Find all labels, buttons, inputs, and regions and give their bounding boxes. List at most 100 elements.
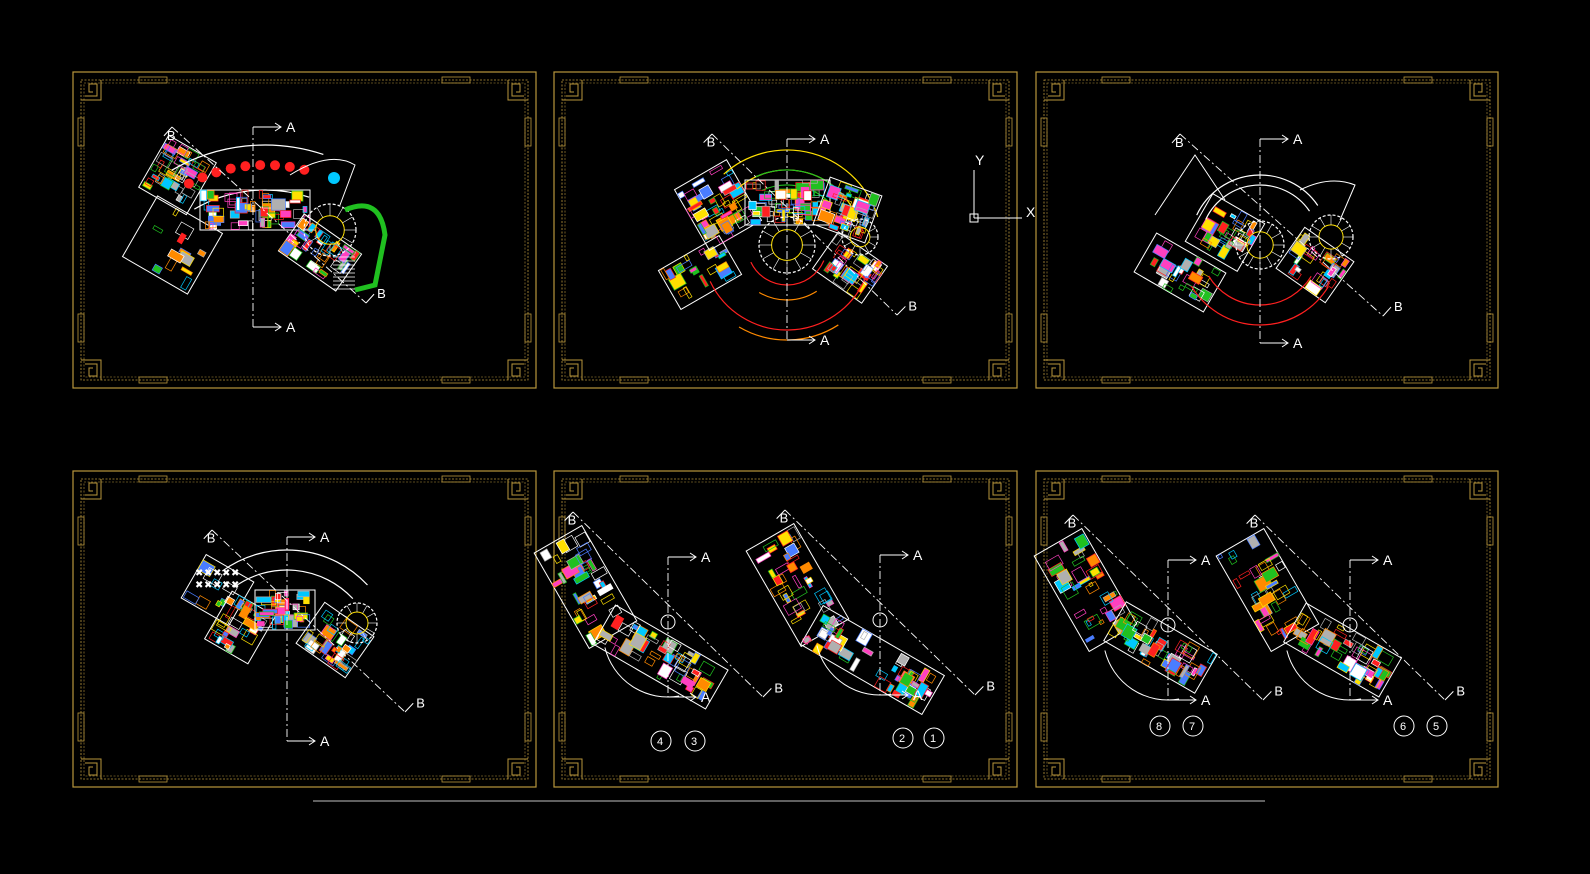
room-element	[239, 627, 250, 638]
frame-ornament	[1005, 117, 1013, 147]
room-element	[288, 246, 303, 262]
room-element	[674, 652, 686, 663]
room-element	[320, 240, 335, 256]
room-element	[1257, 591, 1276, 608]
frame-ornament	[558, 712, 566, 742]
room-element	[1084, 634, 1095, 643]
section-arrow-icon	[776, 509, 786, 519]
room-element	[840, 248, 854, 261]
frame-inner-border	[564, 82, 1007, 378]
section-label-b: B	[986, 678, 995, 693]
curved-wall	[709, 277, 866, 331]
table-seat	[197, 172, 208, 183]
section-arrow-icon	[1168, 695, 1197, 705]
room-element	[1304, 279, 1323, 297]
room-element	[230, 222, 240, 230]
rotunda-rib	[339, 612, 348, 618]
room-element	[1228, 236, 1246, 252]
room-element	[271, 198, 286, 211]
room-element	[1336, 624, 1346, 632]
rotunda-core	[345, 611, 369, 635]
plan-wing	[657, 234, 743, 311]
room-element	[1315, 636, 1334, 655]
frame-ornament	[441, 76, 471, 84]
room-element	[577, 590, 594, 605]
rotunda-rib	[772, 220, 780, 232]
sheet-number: 3	[691, 736, 697, 748]
room-element	[832, 193, 848, 202]
frame-ornament	[1005, 516, 1013, 546]
plan-wing	[1133, 232, 1227, 313]
rotunda-rib	[346, 605, 352, 614]
curved-wall	[1196, 174, 1319, 216]
section-label-b: B	[1175, 135, 1184, 150]
room-element	[678, 651, 695, 669]
room-element	[1123, 635, 1140, 651]
section-label-a: A	[1201, 552, 1211, 568]
room-element	[1351, 641, 1364, 655]
room-element	[725, 169, 734, 177]
rotunda-rib	[366, 628, 375, 634]
frame-outer-border	[72, 470, 537, 788]
room-element	[846, 284, 863, 300]
room-element	[1075, 548, 1085, 559]
room-element	[697, 222, 707, 236]
yellow-marker: ✖	[222, 568, 230, 579]
room-element	[1188, 291, 1199, 301]
section-arrow-icon	[974, 686, 984, 696]
room-element	[834, 191, 845, 206]
room-element	[786, 554, 800, 565]
room-element	[875, 669, 889, 681]
plan-wing	[744, 179, 831, 226]
section-line-b	[1254, 514, 1446, 701]
room-element	[826, 639, 843, 655]
room-element	[1329, 638, 1343, 653]
greek-key-corner-icon	[81, 359, 102, 380]
room-element	[840, 203, 852, 217]
room-element	[335, 659, 352, 674]
room-element	[1044, 554, 1064, 572]
room-element	[215, 600, 223, 608]
room-element	[1372, 666, 1384, 679]
room-element	[791, 574, 803, 589]
rotunda-rib	[794, 258, 802, 270]
rotunda-rib	[1336, 217, 1343, 227]
room-element	[1180, 642, 1193, 654]
section-arrow-icon	[287, 532, 316, 542]
room-element	[1298, 249, 1315, 264]
room-element	[781, 209, 786, 222]
frame-ornament	[1101, 475, 1131, 483]
room-element	[667, 653, 680, 667]
room-element	[307, 260, 318, 271]
room-element	[1318, 278, 1328, 288]
greek-key-corner-icon	[81, 758, 102, 779]
room-element	[262, 193, 270, 207]
room-element	[297, 590, 310, 598]
room-element	[1088, 581, 1094, 588]
room-element	[1211, 267, 1221, 277]
room-element	[1083, 613, 1102, 630]
frame-ornament	[1403, 76, 1433, 84]
section-label-a: A	[1383, 692, 1393, 708]
room-element	[313, 633, 329, 648]
room-element	[748, 200, 757, 210]
room-element	[1071, 555, 1086, 567]
number-circle	[1426, 715, 1448, 737]
sheet-number: 6	[1400, 721, 1406, 733]
room-element	[1161, 283, 1174, 293]
room-element	[1257, 557, 1273, 572]
room-element	[187, 157, 200, 169]
section-label-a: A	[820, 131, 830, 147]
section-arrow-icon	[1171, 133, 1181, 144]
room-element	[672, 262, 686, 276]
room-element	[1228, 549, 1238, 560]
room-element	[1201, 231, 1213, 244]
room-element	[1349, 662, 1368, 682]
